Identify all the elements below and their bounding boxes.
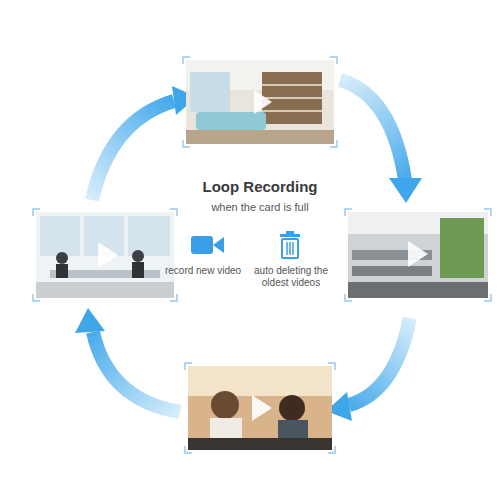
frame-corners xyxy=(183,57,337,147)
office-photo xyxy=(348,212,488,298)
icon-caption: auto deleting the oldest videos xyxy=(246,265,336,289)
frame-corners xyxy=(185,363,335,453)
frame-corners xyxy=(345,209,491,301)
cycle-arrow xyxy=(340,80,422,203)
camera-icon xyxy=(191,236,224,254)
cycle-arrow xyxy=(92,86,197,200)
subtitle: when the card is full xyxy=(175,201,345,214)
icon-caption: record new video xyxy=(160,265,246,277)
meeting-photo xyxy=(36,212,174,298)
diagram-title: Loop Recording xyxy=(175,178,345,196)
trash-icon xyxy=(280,231,300,258)
cycle-arrow xyxy=(326,318,410,421)
frame-corners xyxy=(33,209,177,301)
living-room-photo xyxy=(186,60,334,144)
cycle-arrow xyxy=(75,308,180,412)
car-photo xyxy=(188,366,332,450)
